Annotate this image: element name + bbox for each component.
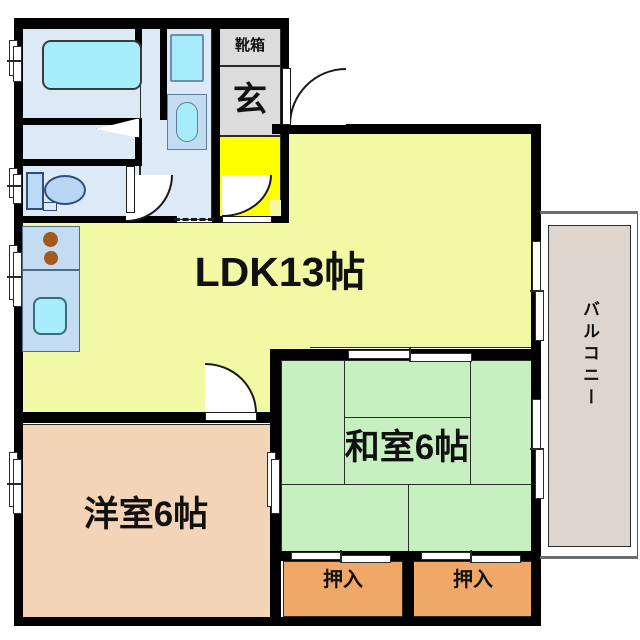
tatami-line-1 [344,360,345,438]
label-closet-left: 押入 [323,569,363,591]
label-closet-right: 押入 [453,569,493,591]
tatami-line-2 [470,360,471,438]
toilet-tank [26,172,44,210]
entrance-door-leaf[interactable] [282,68,291,125]
youshitsu-door-leaf[interactable] [205,412,257,421]
stove-burner-rear [43,232,58,247]
label-youshitsu: 洋室6帖 [83,495,209,534]
wall-ldk-east-stub [270,349,281,360]
label-washitsu: 和室6帖 [344,428,470,467]
closet-right-door-1[interactable] [421,552,471,560]
washbasin [176,102,198,142]
wall-left-upper [14,18,23,223]
room-youshitsu [22,424,271,618]
window-youshitsu-east-2[interactable] [271,459,280,514]
kitchen-sink [33,297,67,335]
tatami-line-5 [344,438,345,484]
fusuma-center-mark [409,348,411,362]
label-ldk: LDK13帖 [194,249,366,295]
wall-bath-divider [22,118,142,125]
tatami-line-3 [344,417,471,418]
balcony-sash-washitsu-mark [530,448,544,450]
closet-left-center-mark [340,550,342,563]
closet-right [413,561,533,617]
window-bath-mark [7,60,22,62]
wall-wet-bottom [22,216,142,223]
wall-corridor-bottom [142,216,177,223]
wall-genkan-left [212,18,220,223]
closet-right-door-2[interactable] [471,555,521,563]
balcony-sash-ldk-1[interactable] [532,241,541,291]
room-balcony [548,225,631,547]
vanity-mirror [170,34,204,82]
window-bath-2[interactable] [13,46,22,82]
stove-burner-front [44,251,58,265]
label-balcony: バルコニー [580,300,599,410]
wall-bath-right [160,28,167,120]
window-kitchen-mark [7,276,22,278]
fusuma-ldk-washitsu[interactable] [348,350,410,359]
window-youshitsu-mark [7,483,22,485]
wall-ldk-youshitsu [14,412,272,423]
wall-wc-divider [22,159,142,166]
genkan-inner-door-leaf[interactable] [222,216,272,223]
label-shoebox: 靴箱 [234,37,265,54]
balcony-sash-washitsu-1[interactable] [532,399,541,449]
closet-left-door-2[interactable] [341,555,391,563]
balcony-sash-washitsu-2[interactable] [535,449,544,499]
wall-left-lower [14,222,23,626]
wall-ldk-top [272,124,540,134]
room-ldk-join [270,200,310,360]
wall-top [14,18,289,29]
threshold-dashed [174,218,214,221]
room-washitsu [281,360,532,554]
room-genkan-hall [219,66,281,136]
fusuma-ldk-washitsu-2[interactable] [410,353,472,362]
tatami-line-7 [408,484,409,551]
wall-washitsu-closet [276,551,534,561]
toilet-foot [43,202,57,211]
window-wc-2[interactable] [13,174,22,204]
wall-corridor-west-2 [135,118,142,159]
tatami-line-6 [470,438,471,484]
washroom-door-leaf[interactable] [126,166,135,213]
window-youshitsu-2[interactable] [13,459,22,514]
entrance-door-arc[interactable] [289,68,346,125]
tatami-line-4 [281,484,532,485]
window-wc-mark [7,185,22,187]
closet-right-center-mark [470,550,472,563]
balcony-ledge-top [540,211,638,214]
toilet-bowl [44,175,86,205]
label-genkan: 玄 [233,81,267,119]
room-ldk-main [281,133,532,348]
balcony-sash-ldk-2[interactable] [535,291,544,341]
balcony-sash-ldk-mark [530,290,544,292]
bathtub [42,40,142,90]
wall-right [531,124,541,626]
wall-closet-divider [403,554,414,626]
closet-left-door-1[interactable] [291,552,341,560]
window-kitchen-2[interactable] [13,252,22,307]
balcony-ledge-bottom [540,556,638,559]
